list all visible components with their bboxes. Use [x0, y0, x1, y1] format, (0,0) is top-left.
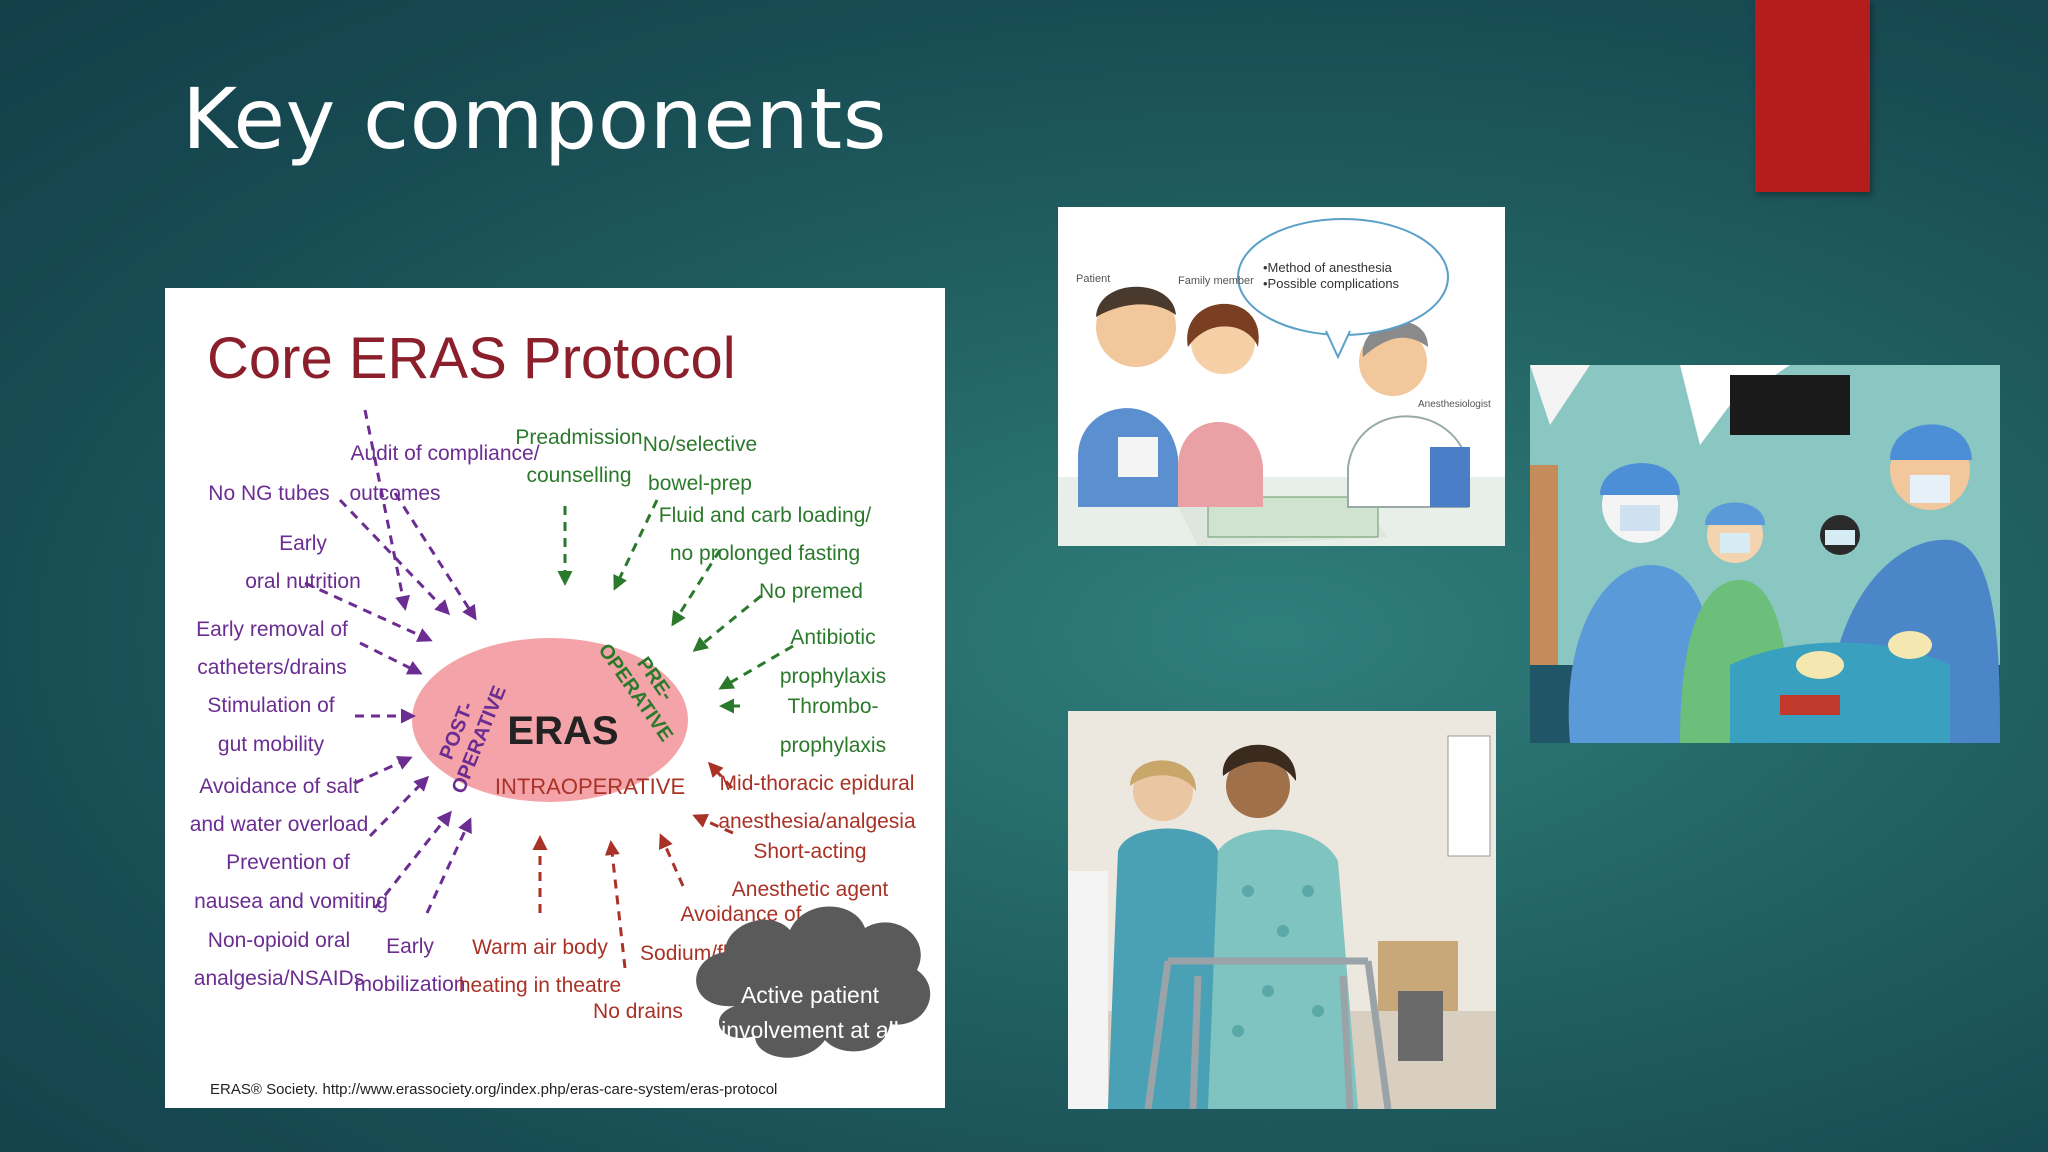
anesthesiologist-label: Anesthesiologist	[1418, 399, 1491, 410]
svg-text:Active patient: Active patient	[741, 982, 880, 1008]
post-item-gut-mobility: Stimulation of gut mobility	[207, 694, 334, 756]
eras-diagram-svg: Core ERAS Protocol ERAS INTRAOPERATIVE P…	[190, 326, 931, 1098]
svg-text:prophylaxis: prophylaxis	[780, 665, 886, 688]
svg-text:Thrombo-: Thrombo-	[787, 695, 878, 718]
intra-item-warm-air: Warm air body heating in theatre	[459, 936, 621, 997]
svg-text:Preadmission: Preadmission	[515, 426, 642, 449]
eras-center-label: ERAS	[507, 709, 618, 753]
svg-text:Non-opioid oral: Non-opioid oral	[208, 929, 350, 952]
svg-text:Audit of compliance/: Audit of compliance/	[350, 442, 539, 465]
svg-text:Stimulation of: Stimulation of	[207, 694, 334, 717]
pre-item-antibiotic: Antibiotic prophylaxis	[780, 626, 886, 688]
red-accent-tab	[1755, 0, 1870, 192]
diagram-source: ERAS® Society. http://www.erassociety.or…	[210, 1081, 777, 1098]
bubble-line-2: •Possible complications	[1263, 276, 1400, 291]
svg-text:Prevention of: Prevention of	[226, 851, 350, 874]
svg-text:involvement at all: involvement at all	[721, 1017, 899, 1043]
consultation-illustration: •Method of anesthesia •Possible complica…	[1058, 207, 1505, 546]
svg-text:Short-acting: Short-acting	[753, 840, 866, 863]
pre-item-bowel-prep: No/selective bowel-prep	[643, 433, 757, 495]
svg-text:counselling: counselling	[526, 464, 631, 487]
svg-text:No NG tubes: No NG tubes	[208, 482, 329, 505]
svg-text:gut mobility: gut mobility	[218, 733, 325, 756]
intra-item-anesthetic: Short-acting Anesthetic agent	[732, 840, 889, 901]
svg-text:Anesthetic agent: Anesthetic agent	[732, 878, 889, 901]
svg-text:No drains: No drains	[593, 1000, 683, 1023]
intra-arrows	[532, 761, 734, 969]
post-item-nutrition: Early oral nutrition	[245, 532, 361, 593]
svg-text:Early removal of: Early removal of	[196, 618, 348, 641]
patient-label: Patient	[1076, 273, 1110, 285]
post-item-mobilization: Early mobilization	[355, 935, 466, 996]
svg-text:Avoidance of: Avoidance of	[680, 903, 801, 926]
walker-svg	[1068, 711, 1496, 1109]
svg-text:and water overload: and water overload	[190, 813, 369, 836]
post-item-ng-tubes: No NG tubes	[208, 482, 329, 505]
walker-rehab-photo	[1068, 711, 1496, 1109]
surgeons-svg	[1530, 365, 2000, 743]
svg-text:Fluid and carb loading/: Fluid and carb loading/	[659, 504, 872, 527]
svg-text:Early: Early	[386, 935, 434, 958]
post-item-analgesia: Non-opioid oral analgesia/NSAIDs	[194, 929, 364, 990]
svg-text:analgesia/NSAIDs: analgesia/NSAIDs	[194, 967, 364, 990]
svg-text:heating in theatre: heating in theatre	[459, 974, 621, 997]
active-patient-cloud: Active patient involvement at all stages	[696, 906, 931, 1078]
svg-text:stages: stages	[776, 1052, 844, 1078]
post-item-salt-water: Avoidance of salt and water overload	[190, 775, 369, 836]
svg-text:bowel-prep: bowel-prep	[648, 472, 752, 495]
svg-text:no prolonged fasting: no prolonged fasting	[670, 542, 860, 565]
pre-item-counselling: Preadmission counselling	[515, 426, 642, 487]
svg-text:mobilization: mobilization	[355, 973, 466, 996]
intra-item-epidural: Mid-thoracic epidural anesthesia/analges…	[718, 772, 916, 833]
bubble-line-1: •Method of anesthesia	[1263, 260, 1393, 275]
post-item-nausea: Prevention of nausea and vomiting	[194, 851, 388, 913]
family-member-label: Family member	[1178, 275, 1254, 287]
svg-text:oral nutrition: oral nutrition	[245, 570, 361, 593]
pre-item-no-premed: No premed	[759, 580, 863, 603]
pre-item-fluid-carb: Fluid and carb loading/ no prolonged fas…	[659, 504, 872, 565]
svg-text:nausea and vomiting: nausea and vomiting	[194, 890, 388, 913]
intra-item-no-drains: No drains	[593, 1000, 683, 1023]
svg-text:Warm air body: Warm air body	[472, 936, 608, 959]
svg-text:prophylaxis: prophylaxis	[780, 734, 886, 757]
post-item-audit: Audit of compliance/ outcomes	[349, 442, 539, 505]
svg-text:No premed: No premed	[759, 580, 863, 603]
consultation-svg: •Method of anesthesia •Possible complica…	[1058, 218, 1505, 546]
slide-title: Key components	[182, 70, 887, 168]
svg-text:Mid-thoracic epidural: Mid-thoracic epidural	[720, 772, 915, 795]
pre-item-thrombo: Thrombo- prophylaxis	[780, 695, 886, 757]
pre-arrows	[557, 499, 794, 714]
post-item-catheters: Early removal of catheters/drains	[196, 618, 348, 679]
svg-text:anesthesia/analgesia: anesthesia/analgesia	[718, 810, 916, 833]
intraoperative-label: INTRAOPERATIVE	[495, 774, 685, 799]
diagram-title: Core ERAS Protocol	[207, 326, 736, 391]
svg-text:Antibiotic: Antibiotic	[790, 626, 875, 649]
post-arrows	[304, 409, 477, 914]
svg-text:outcomes: outcomes	[349, 482, 440, 505]
eras-protocol-diagram: Core ERAS Protocol ERAS INTRAOPERATIVE P…	[165, 288, 945, 1108]
surgeons-illustration	[1530, 365, 2000, 743]
svg-text:catheters/drains: catheters/drains	[197, 656, 346, 679]
svg-text:No/selective: No/selective	[643, 433, 757, 456]
svg-text:Early: Early	[279, 532, 327, 555]
eras-oval	[412, 638, 688, 802]
svg-text:Avoidance of salt: Avoidance of salt	[199, 775, 359, 798]
